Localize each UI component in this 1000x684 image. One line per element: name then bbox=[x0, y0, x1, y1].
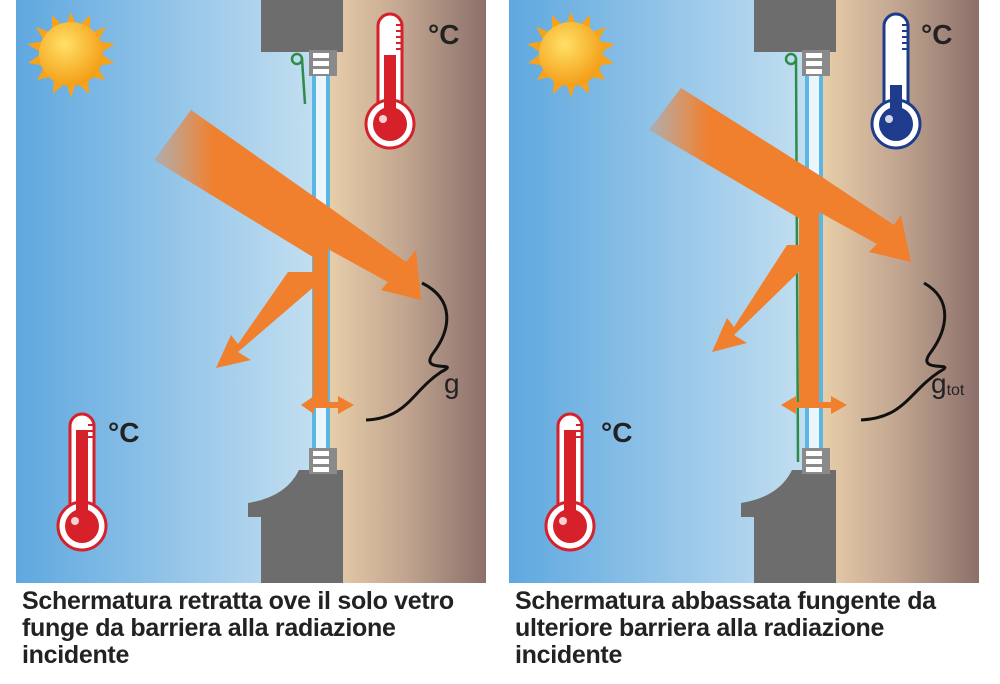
g-label: g bbox=[444, 368, 460, 399]
shading-retracted bbox=[290, 52, 307, 105]
panel-retracted-shading: g °C °C bbox=[16, 0, 486, 583]
g-symbol: g bbox=[931, 368, 947, 399]
outdoor-temperature-unit: °C bbox=[108, 417, 139, 448]
window-hinge-bottom bbox=[802, 448, 830, 474]
window-frame bbox=[248, 0, 343, 583]
g-subscript: tot bbox=[947, 382, 965, 399]
thermometer-outdoor-icon bbox=[56, 412, 108, 552]
window-hinge-top bbox=[309, 50, 337, 76]
diagram-lowered: gtot °C °C bbox=[509, 0, 979, 583]
thermometer-indoor-icon bbox=[870, 12, 922, 150]
outdoor-temperature-unit: °C bbox=[601, 417, 632, 448]
g-symbol: g bbox=[444, 368, 460, 399]
diagram-retracted: g °C °C bbox=[16, 0, 486, 583]
sun-icon bbox=[27, 12, 115, 98]
panel-lowered-shading: gtot °C °C bbox=[509, 0, 979, 583]
indoor-temperature-unit: °C bbox=[921, 19, 952, 50]
caption-lowered: Schermatura abbassata fungente da ulteri… bbox=[515, 587, 936, 669]
solar-radiation-beam bbox=[154, 110, 421, 414]
g-brace bbox=[860, 281, 947, 422]
window-hinge-top bbox=[802, 50, 830, 76]
g-label: gtot bbox=[931, 368, 965, 399]
window-hinge-bottom bbox=[309, 448, 337, 474]
solar-radiation-beam bbox=[649, 88, 911, 414]
g-brace bbox=[365, 281, 449, 422]
window-frame bbox=[741, 0, 836, 583]
sun-icon bbox=[527, 12, 615, 98]
thermometer-indoor-icon bbox=[364, 12, 416, 150]
indoor-temperature-unit: °C bbox=[428, 19, 459, 50]
caption-retracted: Schermatura retratta ove il solo vetro f… bbox=[22, 587, 454, 669]
thermometer-outdoor-icon bbox=[544, 412, 596, 552]
